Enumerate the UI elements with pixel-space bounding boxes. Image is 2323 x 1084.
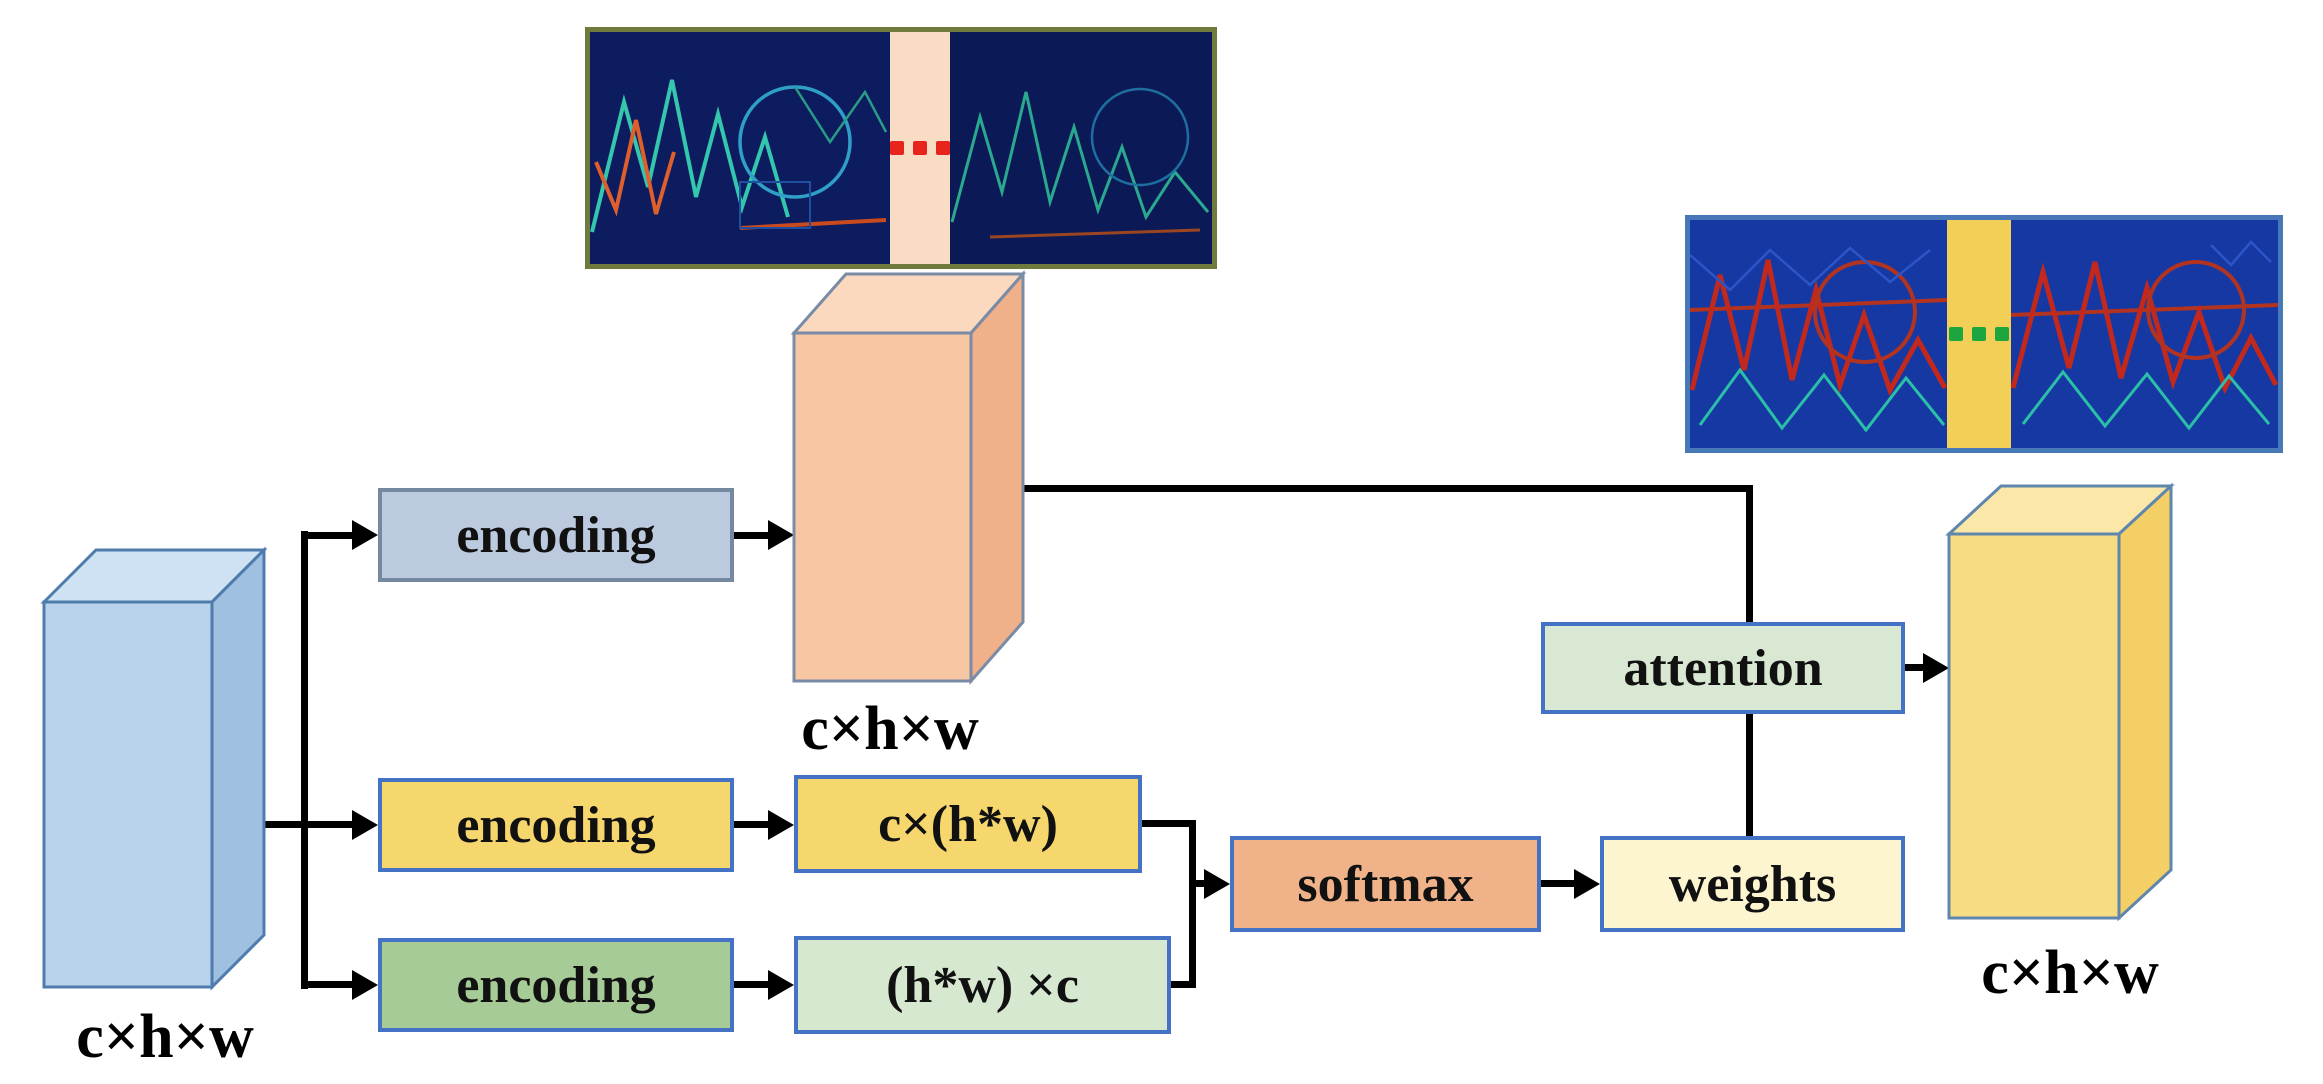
weights-box: weights (1600, 836, 1905, 932)
attended-strip-gap (1947, 220, 2011, 448)
input-cube-label: c×h×w (76, 1003, 254, 1071)
connector-softmax-to-weights (1541, 880, 1578, 887)
encoded-feature-map-2 (950, 32, 1212, 264)
arrowhead-bracket-to-softmax (1204, 869, 1230, 899)
input-cuboid-front-face (42, 600, 214, 989)
encoded-feature-map-1 (590, 32, 890, 264)
encoding-box-middle: encoding (378, 778, 734, 872)
output-tensor-cuboid (1945, 482, 2175, 922)
connector-encoding-to-reshape-row (734, 821, 768, 828)
encoded-cuboid-front-face (792, 331, 973, 683)
softmax-box: softmax (1230, 836, 1541, 932)
attended-feature-map-1 (1690, 220, 1947, 448)
connector-weights-to-attention (1746, 714, 1753, 836)
connector-bracket-to-softmax (1189, 880, 1208, 887)
arrowhead-encoding-to-cube (768, 520, 794, 550)
arrowhead-softmax-to-weights (1574, 869, 1600, 899)
ellipsis-dot (1949, 327, 1963, 341)
arrowhead-attention-to-output (1923, 653, 1949, 683)
ellipsis-dots-green (1949, 327, 2009, 341)
connector-branch-bottom (301, 981, 352, 988)
connector-branch-top (301, 532, 352, 539)
output-cuboid-side-face (2117, 482, 2173, 922)
encoded-cuboid-side-face (969, 270, 1025, 685)
input-tensor-cuboid (40, 546, 268, 991)
encoded-strip-gap (890, 32, 950, 264)
encoded-tensor-cuboid (790, 270, 1027, 685)
encoded-cube-label: c×h×w (801, 695, 979, 763)
connector-branch-middle (301, 821, 352, 828)
arrowhead-encoding-to-reshape-row (768, 810, 794, 840)
connector-bracket-vertical (1189, 820, 1196, 988)
reshape-row-box: c×(h*w) (794, 775, 1142, 873)
encoded-feature-strip (585, 27, 1217, 269)
attention-box: attention (1541, 622, 1905, 714)
connector-cube-to-attention-h (1022, 485, 1753, 492)
connector-encoding-to-reshape-col (734, 981, 768, 988)
attended-feature-strip (1685, 215, 2283, 453)
connector-input-feed (263, 821, 308, 828)
connector-cube-to-attention-v (1746, 485, 1753, 622)
connector-branch-trunk (301, 531, 308, 989)
output-cube-label: c×h×w (1981, 939, 2159, 1007)
connector-bracket-bottom (1171, 981, 1196, 988)
arrowhead-branch-middle (352, 810, 378, 840)
connector-attention-to-output (1905, 664, 1923, 671)
ellipsis-dots-red (890, 141, 950, 155)
ellipsis-dot (936, 141, 950, 155)
reshape-col-box: (h*w) ×c (794, 936, 1171, 1034)
ellipsis-dot (913, 141, 927, 155)
connector-encoding-to-cube (734, 532, 768, 539)
attended-feature-map-2 (2011, 220, 2278, 448)
ellipsis-dot (890, 141, 904, 155)
arrowhead-branch-top (352, 520, 378, 550)
arrowhead-encoding-to-reshape-col (768, 970, 794, 1000)
encoding-box-bottom: encoding (378, 938, 734, 1032)
output-cuboid-front-face (1947, 532, 2121, 920)
ellipsis-dot (1972, 327, 1986, 341)
encoding-box-top: encoding (378, 488, 734, 582)
input-cuboid-side-face (210, 546, 266, 991)
arrowhead-branch-bottom (352, 970, 378, 1000)
connector-bracket-top (1142, 820, 1196, 827)
ellipsis-dot (1995, 327, 2009, 341)
